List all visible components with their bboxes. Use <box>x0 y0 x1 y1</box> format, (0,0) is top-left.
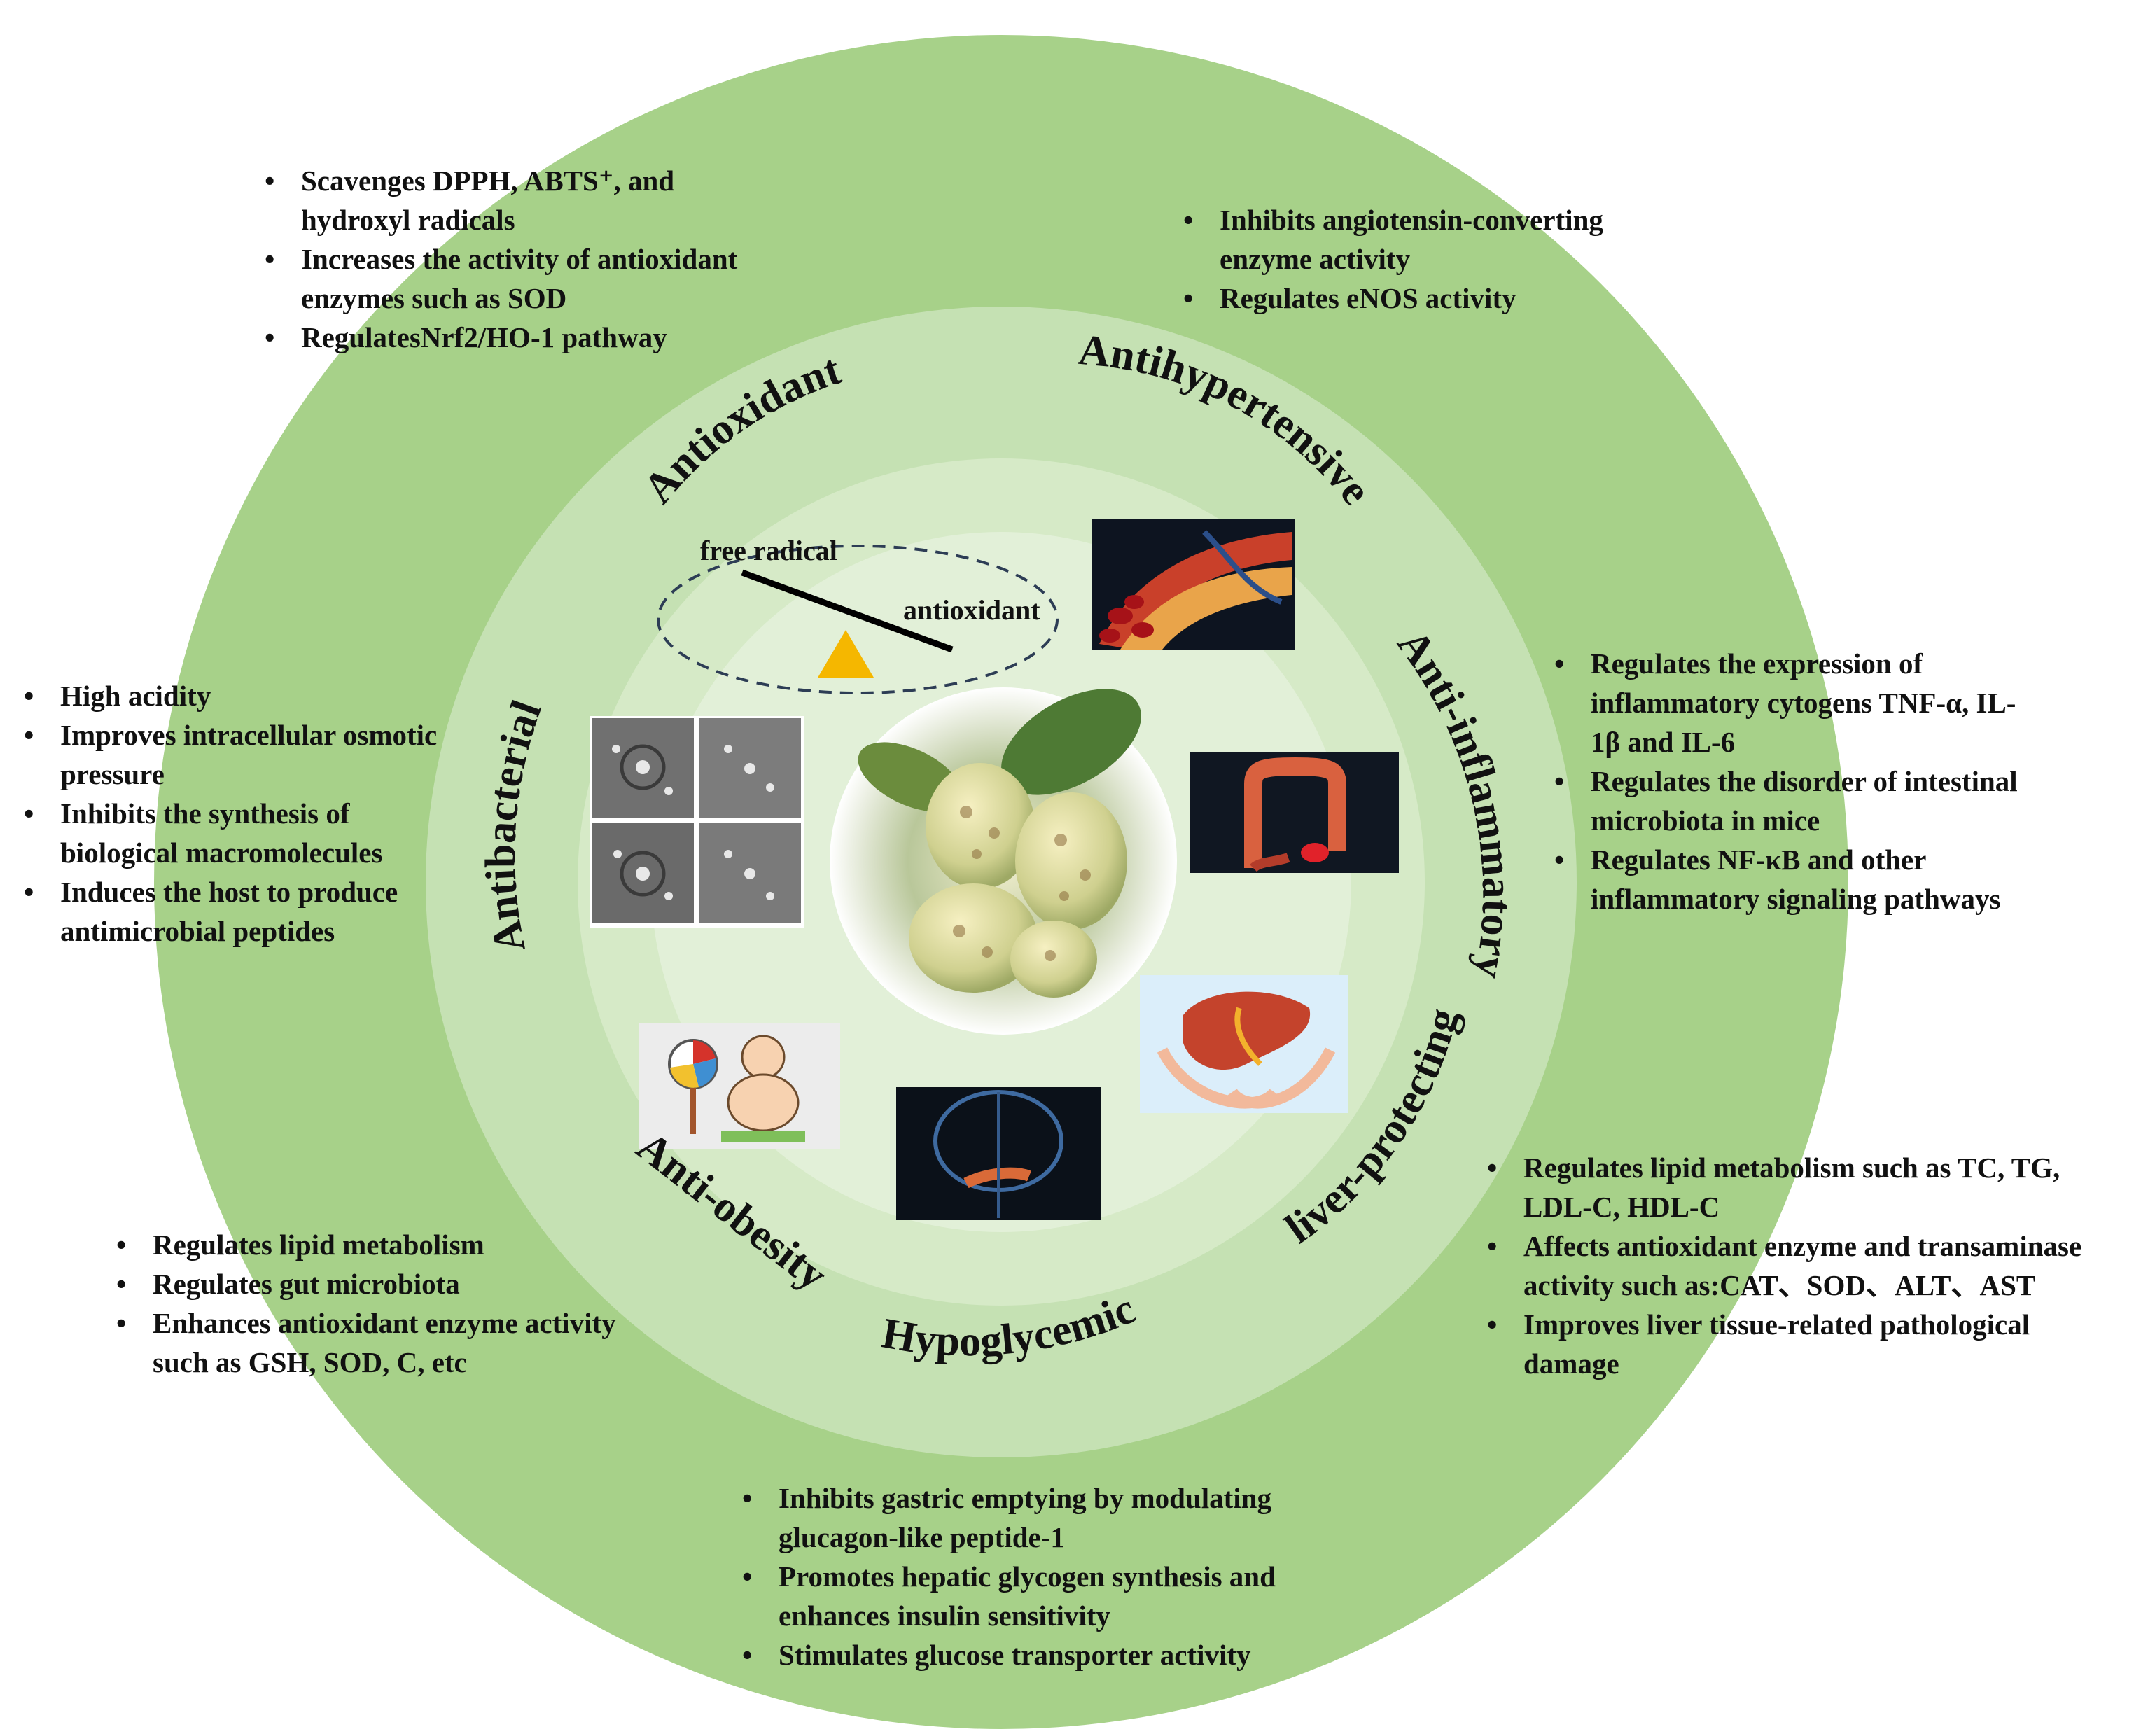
agar-plate-photos <box>590 716 804 928</box>
list-item: Promotes hepatic glycogen synthesis and … <box>742 1557 1372 1635</box>
list-item: Regulates the expression of inflammatory… <box>1554 644 2044 762</box>
liver-protecting-bullets: Regulates lipid metabolism such as TC, T… <box>1487 1148 2117 1383</box>
noni-fruit-photo <box>830 687 1177 1035</box>
anti-obesity-bullets: Regulates lipid metabolism Regulates gut… <box>116 1225 648 1382</box>
list-item: Inhibits gastric emptying by modulating … <box>742 1478 1372 1557</box>
balance-beam <box>741 569 954 653</box>
hypoglycemic-bullets: Inhibits gastric emptying by modulating … <box>742 1478 1372 1674</box>
antihypertensive-bullets: Inhibits angiotensin-converting enzyme a… <box>1183 200 1687 318</box>
antibacterial-bullets: High acidity Improves intracellular osmo… <box>24 676 472 951</box>
list-item: Increases the activity of antioxidant en… <box>265 239 769 318</box>
list-item: Scavenges DPPH, ABTS⁺, and hydroxyl radi… <box>265 161 769 239</box>
list-item: Stimulates glucose transporter activity <box>742 1635 1372 1674</box>
anti-inflammatory-bullets: Regulates the expression of inflammatory… <box>1554 644 2044 918</box>
list-item: Improves liver tissue-related pathologic… <box>1487 1305 2117 1383</box>
obese-man-on-scale-illustration <box>639 1023 840 1149</box>
list-item: Improves intracellular osmotic pressure <box>24 715 472 794</box>
list-item: Regulates NF-κB and other inflammatory s… <box>1554 840 2044 918</box>
list-item: Affects antioxidant enzyme and transamin… <box>1487 1226 2117 1305</box>
list-item: Induces the host to produce antimicrobia… <box>24 872 472 951</box>
antioxidant-bullets: Scavenges DPPH, ABTS⁺, and hydroxyl radi… <box>265 161 769 357</box>
list-item: High acidity <box>24 676 472 715</box>
balance-fulcrum <box>818 630 874 678</box>
list-item: Regulates lipid metabolism <box>116 1225 648 1264</box>
antioxidant-balance-label: antioxidant <box>903 594 1040 626</box>
list-item: Regulates gut microbiota <box>116 1264 648 1303</box>
list-item: Enhances antioxidant enzyme activity suc… <box>116 1303 648 1382</box>
colon-illustration <box>1190 752 1399 873</box>
list-item: Inhibits angiotensin-converting enzyme a… <box>1183 200 1687 279</box>
list-item: Regulates eNOS activity <box>1183 279 1687 318</box>
balance-diagram: free radical antioxidant <box>657 535 1059 694</box>
blood-vessel-illustration <box>1092 519 1295 650</box>
list-item: Regulates lipid metabolism such as TC, T… <box>1487 1148 2117 1226</box>
list-item: Inhibits the synthesis of biological mac… <box>24 794 472 872</box>
liver-in-hands-illustration <box>1140 975 1348 1113</box>
list-item: Regulates the disorder of intestinal mic… <box>1554 762 2044 840</box>
pancreas-illustration <box>896 1087 1101 1220</box>
free-radical-label: free radical <box>700 535 837 566</box>
balance-outline <box>657 545 1059 694</box>
list-item: RegulatesNrf2/HO-1 pathway <box>265 318 769 357</box>
